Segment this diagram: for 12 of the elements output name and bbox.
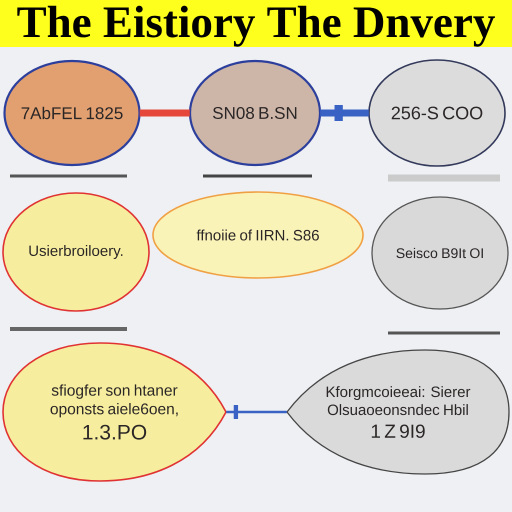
title-banner: The Eistiory The Dnvery	[0, 0, 512, 47]
ellipse-bubble: 256-S COO	[368, 59, 506, 167]
ellipse-bubble: Usierbroiloery.	[2, 192, 150, 312]
ellipse-bubble: ffnoiie of IIRN. S86	[152, 191, 364, 279]
connector	[226, 405, 287, 419]
connector	[140, 110, 190, 116]
leaf-bubble: Kforgmcoieeai: Sierer Olsuaoeonsndec Hbil 1 Z 9I9	[286, 349, 510, 475]
ellipse-bubble: SN08 B.SN	[188, 60, 322, 166]
ellipse-bubble: Seisco B9It OI	[371, 196, 509, 310]
leaf-bubble: sfiogfer son htaner oponsts aiele6oen, 1.3.PO	[2, 342, 227, 482]
connector	[320, 105, 369, 121]
ellipse-bubble: 7AbFEL 1825	[3, 60, 141, 166]
